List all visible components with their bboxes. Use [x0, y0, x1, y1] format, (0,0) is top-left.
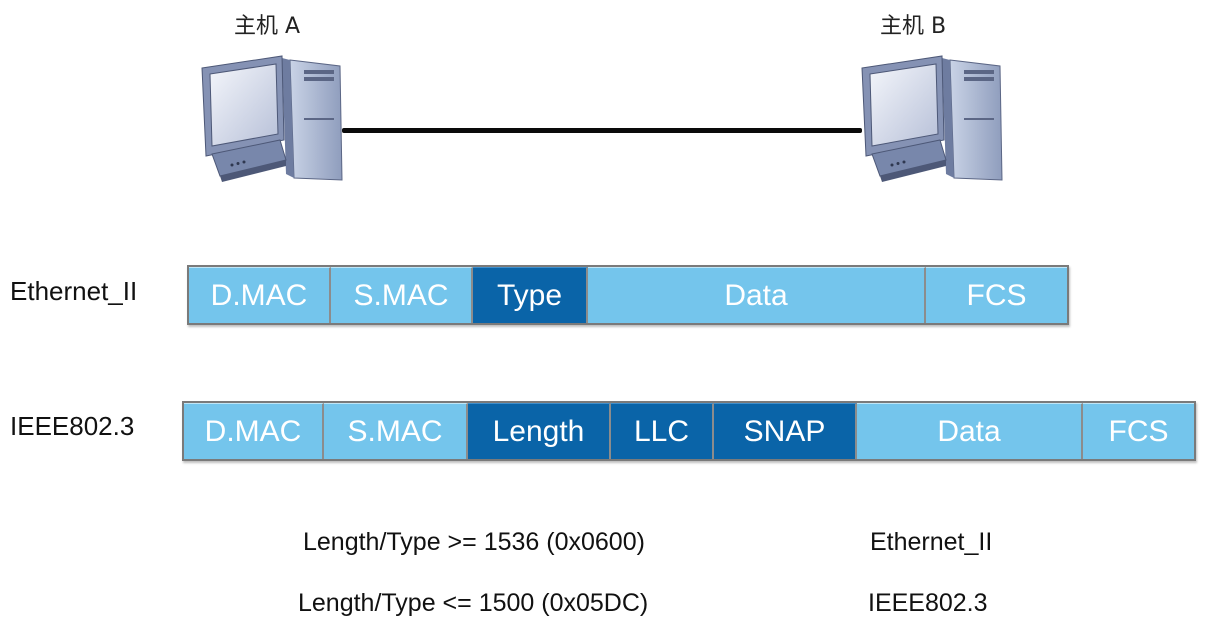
- ethernet-ii-frame: D.MAC S.MAC Type Data FCS: [187, 265, 1069, 325]
- field-snap: SNAP: [714, 403, 857, 459]
- rule-result: IEEE802.3: [868, 589, 988, 617]
- rule-condition: Length/Type >= 1536 (0x0600): [303, 528, 645, 556]
- field-smac: S.MAC: [324, 403, 468, 459]
- rule-condition: Length/Type <= 1500 (0x05DC): [298, 589, 649, 617]
- field-smac: S.MAC: [331, 267, 473, 323]
- ethernet-ii-label: Ethernet_II: [10, 276, 138, 306]
- desktop-computer-icon: [861, 55, 1003, 182]
- host-a-label: 主机 A: [234, 14, 301, 39]
- network-cable: [342, 128, 862, 133]
- field-length: Length: [468, 403, 611, 459]
- desktop-computer-icon: [201, 55, 343, 182]
- field-dmac: D.MAC: [189, 267, 331, 323]
- field-llc: LLC: [611, 403, 714, 459]
- rule-result: Ethernet_II: [870, 528, 993, 556]
- ieee802-3-label: IEEE802.3: [10, 411, 135, 441]
- field-data: Data: [588, 267, 926, 323]
- field-dmac: D.MAC: [184, 403, 324, 459]
- host-b-label: 主机 B: [880, 14, 947, 39]
- field-fcs: FCS: [1083, 403, 1194, 459]
- field-data: Data: [857, 403, 1083, 459]
- field-type: Type: [473, 267, 588, 323]
- ieee802-3-frame: D.MAC S.MAC Length LLC SNAP Data FCS: [182, 401, 1196, 461]
- field-fcs: FCS: [926, 267, 1067, 323]
